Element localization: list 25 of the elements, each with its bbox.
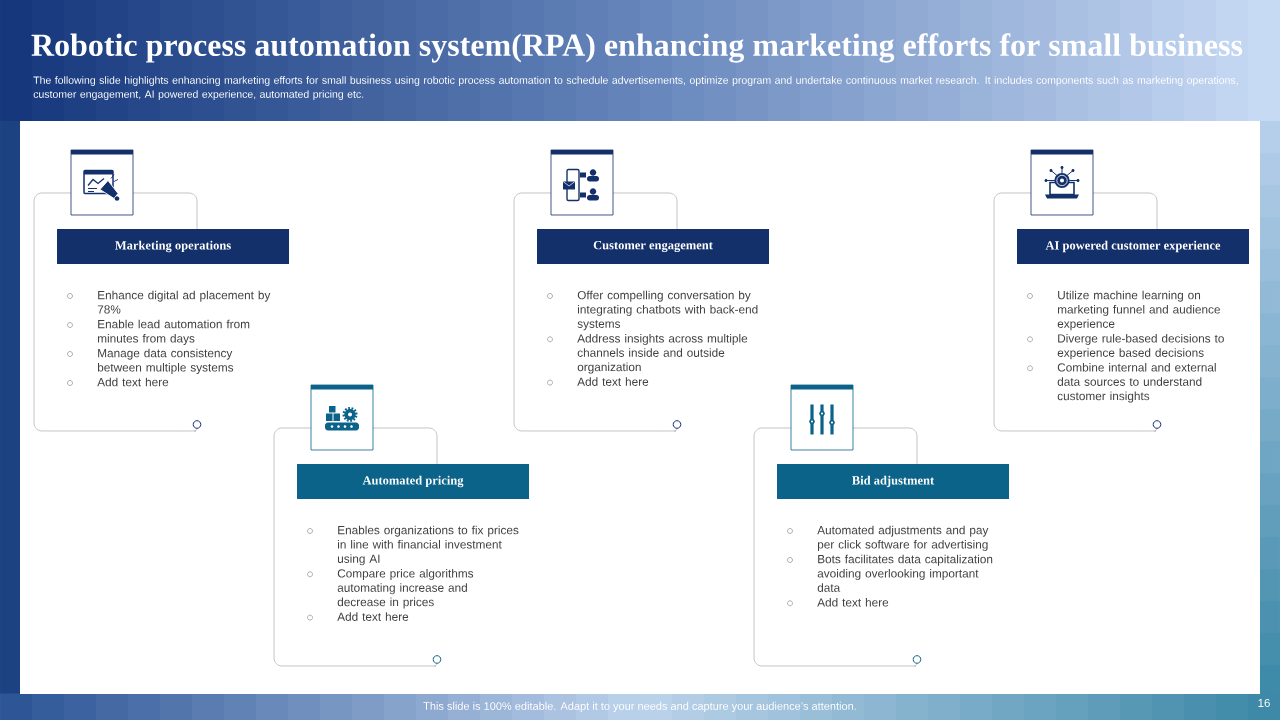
bullet-text: Bots facilitates data capitalization avoiding overlooking important data (817, 554, 993, 592)
bullet-text: Combine internal and external data sources to understand customer insights (1057, 362, 1216, 403)
bullet-text: Enable lead automation from minutes from days (98, 319, 250, 345)
bullet-text: Add text here (577, 377, 649, 386)
footer-text: This slide is 100% editable. Adapt it to your needs and capture your audience’s attention. (423, 701, 856, 713)
header-band: AI powered customer experience (1017, 229, 1249, 264)
bullet-text: Utilize machine learning on marketing funnel and audience experience (1057, 290, 1220, 331)
bullet-text: Enables organizations to fix prices in line with financial investment using AI (338, 525, 519, 566)
bullet-text: Automated adjustments and pay per click software for advertising (817, 525, 989, 551)
bullet-text: Compare price algorithms automating increase and decrease in prices (337, 568, 474, 609)
bullet-text: Diverge rule-based decisions to experience based decisions (1057, 333, 1224, 360)
subtitle-text: The following slide highlights enhancing marketing efforts for small business using robotic process automation to schedule advertisements, optimize program and undertake continuous market research. It includes components such as marketing operations, customer engagement, AI powered experience, automated pricing etc. (33, 76, 1238, 100)
header-band: Marketing operations (57, 229, 289, 264)
bullet-text: Add text here (97, 377, 169, 387)
slide-title: Robotic process automation system(RPA) enhancing marketing efforts for small business (31, 33, 1243, 63)
bullet-text: Manage data consistency between multiple systems (97, 348, 234, 374)
bullet-text: Enhance digital ad placement by 78% (97, 290, 271, 314)
header-band: Bid adjustment (777, 464, 1009, 499)
header-band: Customer engagement (537, 229, 769, 264)
bullet-text: Offer compelling conversation by integrating chatbots with back-end systems (577, 290, 758, 331)
header-band: Automated pricing (297, 464, 529, 499)
bullet-text: Address insights across multiple channels inside and outside organization (577, 333, 748, 374)
bullet-text: Add text here (817, 597, 889, 607)
bullet-text: Add text here (337, 612, 409, 621)
page-number: 16 (1258, 698, 1270, 708)
